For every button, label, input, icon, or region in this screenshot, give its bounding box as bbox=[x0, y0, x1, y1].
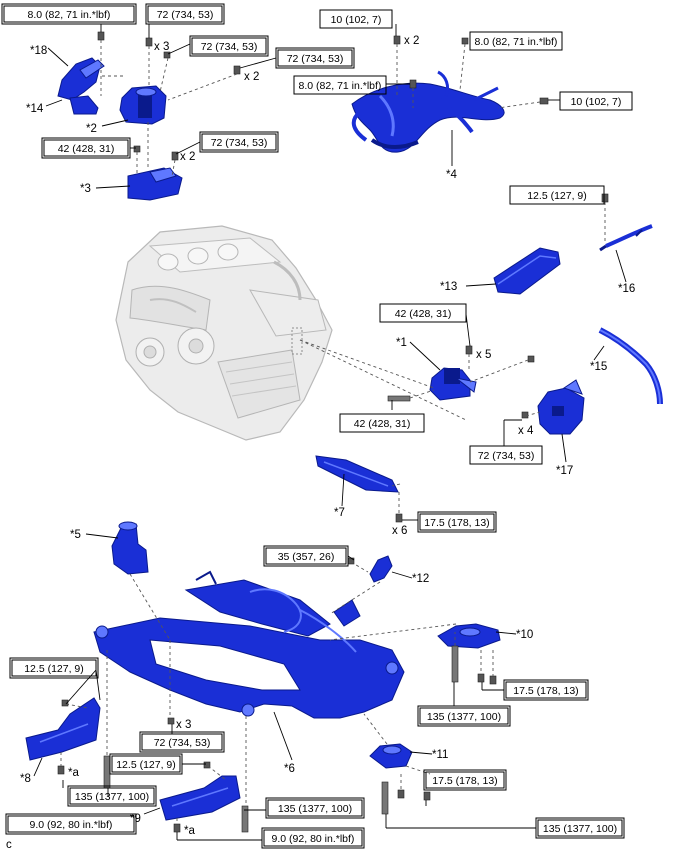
quantity: x 3 bbox=[154, 41, 169, 53]
engine-mount-5 bbox=[111, 521, 149, 575]
bracket-17 bbox=[537, 379, 585, 435]
quantity: x 2 bbox=[404, 35, 419, 47]
torque-value: 12.5 (127, 9) bbox=[24, 663, 84, 675]
crossmember-7 bbox=[315, 455, 399, 493]
quantity: x 3 bbox=[176, 719, 191, 731]
pipe-16 bbox=[599, 224, 653, 252]
part-callout: *14 bbox=[26, 103, 44, 115]
quantity: x 2 bbox=[180, 151, 195, 163]
torque-value: 42 (428, 31) bbox=[58, 143, 115, 155]
torque-value: 72 (734, 53) bbox=[478, 450, 535, 462]
torque-value: 17.5 (178, 13) bbox=[424, 517, 489, 529]
part-callout: *2 bbox=[86, 123, 97, 135]
engine-mount-bracket-3 bbox=[127, 167, 183, 201]
torque-value: 72 (734, 53) bbox=[201, 41, 258, 53]
part-callout: *a bbox=[184, 825, 195, 837]
torque-value: 10 (102, 7) bbox=[331, 14, 382, 26]
torque-value: 135 (1377, 100) bbox=[278, 803, 352, 815]
part-callout: *1 bbox=[396, 337, 407, 349]
torque-labels: 8.0 (82, 71 in.*lbf) 72 (734, 53) 72 (73… bbox=[24, 9, 621, 845]
leader-lines bbox=[33, 24, 627, 841]
torque-value: 12.5 (127, 9) bbox=[116, 759, 176, 771]
part-callout: *10 bbox=[516, 629, 533, 641]
part-callout: *12 bbox=[412, 573, 429, 585]
hose-15 bbox=[598, 327, 663, 405]
torque-value: 42 (428, 31) bbox=[395, 308, 452, 320]
quantity: x 6 bbox=[392, 525, 407, 537]
bracket-12 bbox=[369, 555, 393, 583]
part-callout: *16 bbox=[618, 283, 635, 295]
part-callouts: *18 *14 *2 *3 *4 *16 *13 *1 *15 *17 *7 *… bbox=[20, 45, 635, 837]
torque-value: 72 (734, 53) bbox=[157, 9, 214, 21]
torque-value: 42 (428, 31) bbox=[354, 418, 411, 430]
quantity-labels: x 3 x 2 x 2 x 2 x 5 x 4 x 6 x 3 bbox=[154, 35, 534, 731]
part-callout: *3 bbox=[80, 183, 91, 195]
torque-value: 8.0 (82, 71 in.*lbf) bbox=[28, 9, 111, 21]
quantity: x 2 bbox=[244, 71, 259, 83]
part-callout: *11 bbox=[432, 749, 448, 761]
part-callout: *4 bbox=[446, 169, 457, 181]
torque-value: 8.0 (82, 71 in.*lbf) bbox=[475, 36, 558, 48]
torque-value: 12.5 (127, 9) bbox=[527, 190, 587, 202]
torque-value: 72 (734, 53) bbox=[211, 137, 268, 149]
engine-assembly-illustration bbox=[115, 225, 333, 441]
stabilizer-bracket-11 bbox=[369, 743, 413, 769]
quantity: x 5 bbox=[476, 349, 491, 361]
part-callout: *7 bbox=[334, 507, 345, 519]
part-callout: *a bbox=[68, 767, 79, 779]
torque-value: 17.5 (178, 13) bbox=[432, 775, 497, 787]
torque-value: 9.0 (92, 80 in.*lbf) bbox=[272, 833, 355, 845]
engine-mount-1 bbox=[429, 367, 477, 401]
torque-value: 135 (1377, 100) bbox=[427, 711, 501, 723]
torque-value: 72 (734, 53) bbox=[287, 53, 344, 65]
part-callout: *6 bbox=[284, 763, 295, 775]
part-callout: *18 bbox=[30, 45, 47, 57]
front-suspension-crossmember-6 bbox=[93, 570, 405, 719]
wire-harness-4 bbox=[351, 70, 505, 153]
torque-value: 9.0 (92, 80 in.*lbf) bbox=[30, 819, 113, 831]
engine-mount-upper-2 bbox=[119, 85, 167, 125]
under-cover-9 bbox=[159, 775, 241, 821]
torque-value: 135 (1377, 100) bbox=[75, 791, 149, 803]
part-callout: *17 bbox=[556, 465, 573, 477]
torque-value: 10 (102, 7) bbox=[571, 96, 622, 108]
part-callout: *15 bbox=[590, 361, 607, 373]
torque-value: 8.0 (82, 71 in.*lbf) bbox=[299, 80, 382, 92]
part-callout: *13 bbox=[440, 281, 457, 293]
torque-value: 17.5 (178, 13) bbox=[513, 685, 578, 697]
engine-mount-bracket-18-14 bbox=[57, 57, 105, 115]
bolts bbox=[57, 31, 609, 833]
cover-13 bbox=[493, 247, 561, 295]
part-callout: *8 bbox=[20, 773, 31, 785]
dashed-guide-lines bbox=[60, 40, 606, 824]
part-callout: *5 bbox=[70, 529, 81, 541]
torque-value: 35 (357, 26) bbox=[278, 551, 335, 563]
torque-value: 72 (734, 53) bbox=[154, 737, 211, 749]
torque-boxes bbox=[1, 3, 633, 849]
part-callout: *9 bbox=[130, 813, 141, 825]
stabilizer-bracket-10 bbox=[437, 623, 501, 649]
torque-value: 135 (1377, 100) bbox=[543, 823, 617, 835]
figure-corner-letter: c bbox=[6, 839, 12, 851]
under-cover-8 bbox=[25, 697, 101, 761]
quantity: x 4 bbox=[518, 425, 534, 437]
